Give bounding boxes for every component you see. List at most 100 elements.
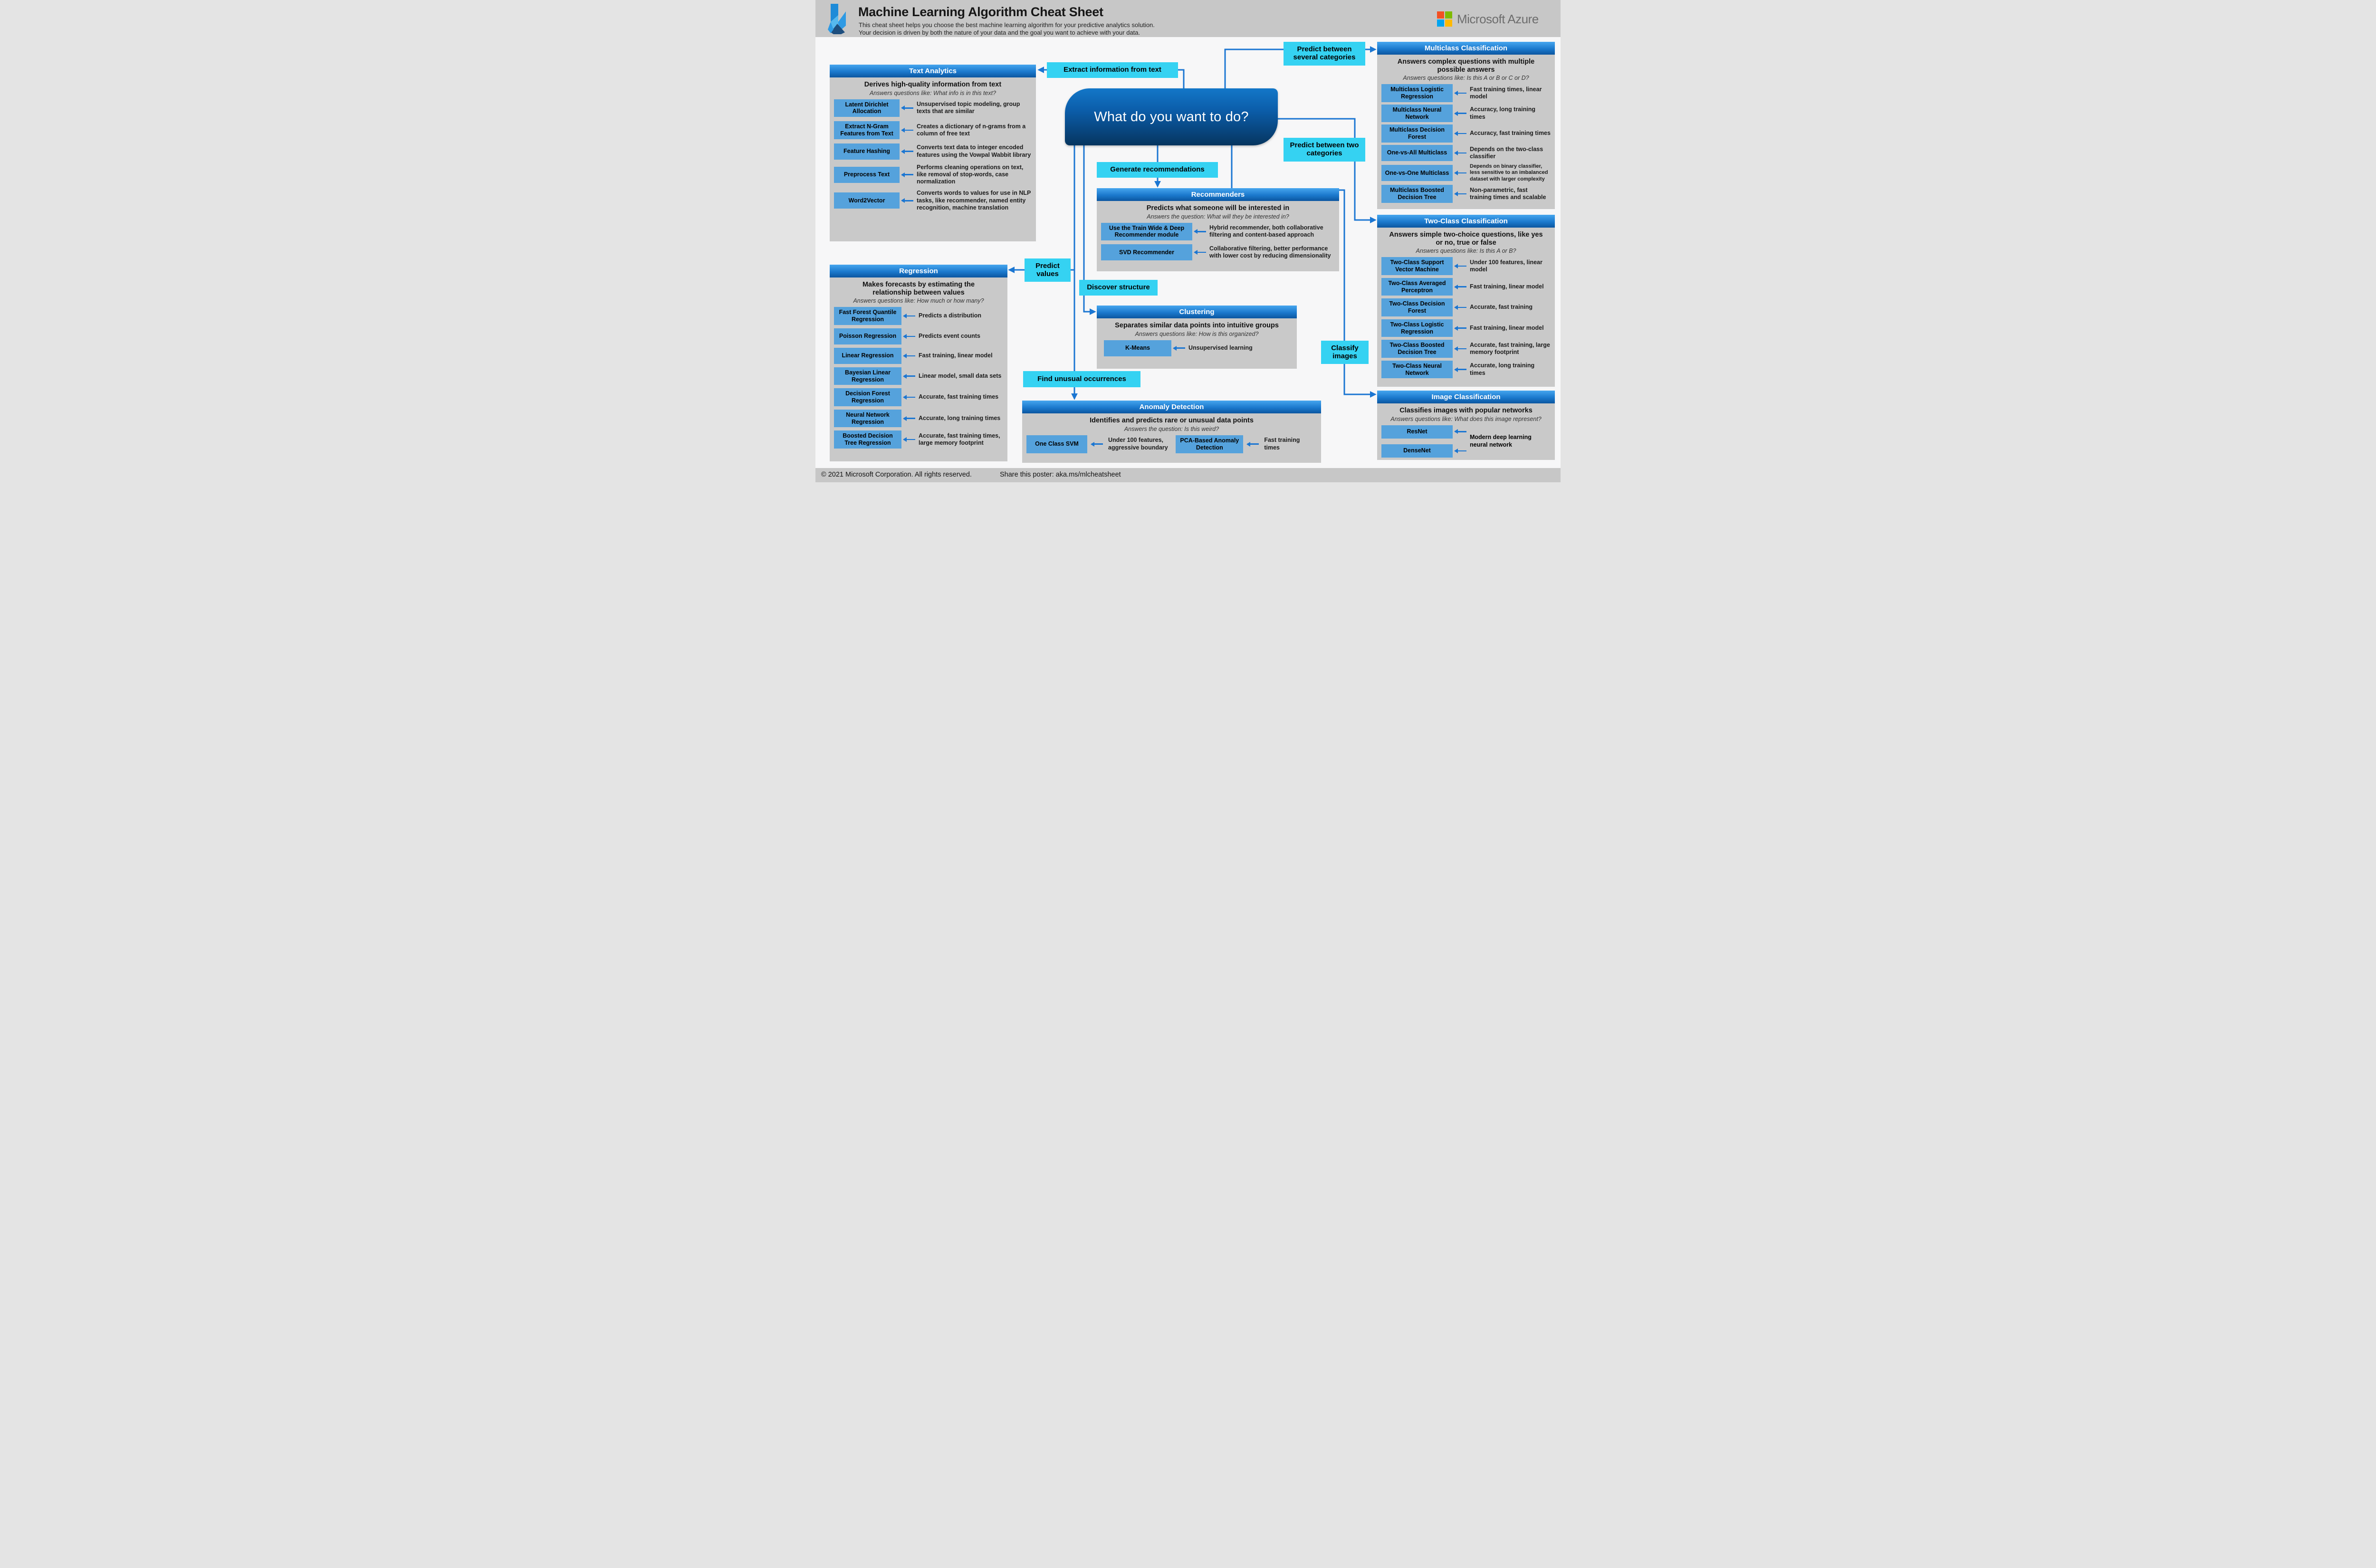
algorithm-chip: Bayesian Linear Regression (834, 367, 901, 385)
decision-label-several-categories: Predict between several categories (1284, 42, 1365, 66)
algorithm-row: Linear Regression Fast training, linear … (834, 347, 1003, 364)
decision-label-classify-images: Classify images (1321, 341, 1369, 364)
left-arrow-icon (1455, 92, 1466, 94)
algorithm-chip: Fast Forest Quantile Regression (834, 307, 901, 325)
algorithm-chip: K-Means (1104, 340, 1171, 356)
left-arrow-icon (1455, 152, 1466, 154)
algorithm-chip: Multiclass Decision Forest (1381, 124, 1453, 143)
algorithm-note: Accurate, fast training (1470, 304, 1533, 311)
algorithm-chip: Two-Class Support Vector Machine (1381, 257, 1453, 275)
algorithm-row: Fast Forest Quantile Regression Predicts… (834, 307, 1003, 325)
algorithm-note: Converts words to values for use in NLP … (917, 190, 1031, 211)
page-subtitle: This cheat sheet helps you choose the be… (859, 21, 1155, 37)
algorithm-row: Multiclass Decision Forest Accuracy, fas… (1381, 124, 1551, 143)
algorithm-row: Word2Vector Converts words to values for… (834, 190, 1032, 211)
algorithm-note: Accurate, long training times (919, 414, 1001, 421)
left-arrow-icon (902, 107, 913, 109)
panel-anomaly-detection: Anomaly Detection Identifies and predict… (1022, 401, 1321, 463)
panel-two-class-classification: Two-Class Classification Answers simple … (1377, 215, 1555, 387)
algorithm-chip: DenseNet (1381, 444, 1453, 458)
algorithm-row: Two-Class Neural Network Accurate, long … (1381, 360, 1551, 379)
panel-question: Answers the question: Is this weird? (1124, 425, 1219, 432)
left-arrow-icon (904, 439, 915, 440)
panel-description: Separates similar data points into intui… (1115, 322, 1279, 329)
algorithm-chip: Two-Class Averaged Perceptron (1381, 277, 1453, 296)
ms-square-green (1445, 11, 1452, 19)
left-arrow-icon (904, 335, 915, 337)
algorithm-note: Fast training, linear model (1470, 283, 1544, 290)
algorithm-row: Extract N-Gram Features from Text Create… (834, 121, 1032, 139)
algorithm-chip: Two-Class Logistic Regression (1381, 319, 1453, 337)
algorithm-row: Multiclass Boosted Decision Tree Non-par… (1381, 185, 1551, 203)
panel-title: Multiclass Classification (1377, 42, 1555, 55)
panel-title: Clustering (1097, 306, 1297, 318)
algorithm-note: Predicts event counts (919, 333, 980, 340)
algorithm-note: Unsupervised learning (1188, 344, 1253, 352)
algorithm-chip: Word2Vector (834, 192, 900, 209)
left-arrow-icon (1455, 172, 1466, 174)
decision-label-generate-recommendations: Generate recommendations (1097, 162, 1218, 178)
algorithm-chip: One Class SVM (1026, 435, 1087, 453)
algorithm-chip: Linear Regression (834, 347, 901, 364)
left-arrow-icon (904, 396, 915, 398)
algorithm-note: Depends on binary classifier, less sensi… (1470, 163, 1548, 182)
ms-square-blue (1437, 19, 1444, 27)
left-arrow-icon (902, 151, 913, 152)
algorithm-note: Unsupervised topic modeling, group texts… (917, 101, 1020, 115)
left-arrow-icon (902, 129, 913, 131)
left-arrow-icon (1455, 369, 1466, 370)
microsoft-azure-logo: Microsoft Azure (1437, 11, 1539, 27)
decision-label-two-categories: Predict between two categories (1284, 138, 1365, 162)
azure-ml-logo-icon (824, 3, 853, 38)
panel-title: Recommenders (1097, 188, 1339, 201)
panel-text-analytics: Text Analytics Derives high-quality info… (830, 65, 1036, 241)
algorithm-note: Predicts a distribution (919, 312, 981, 319)
algorithm-note: Fast training, linear model (1470, 324, 1544, 331)
algorithm-chip: Two-Class Decision Forest (1381, 298, 1453, 316)
brand-name: Microsoft Azure (1457, 11, 1539, 26)
decision-label-find-unusual: Find unusual occurrences (1023, 371, 1140, 387)
panel-title: Text Analytics (830, 65, 1036, 77)
algorithm-row: Two-Class Boosted Decision Tree Accurate… (1381, 340, 1551, 358)
panel-description: Answers simple two-choice questions, lik… (1389, 231, 1543, 247)
left-arrow-icon (1247, 443, 1259, 445)
panel-description: Classifies images with popular networks (1399, 407, 1533, 414)
left-arrow-icon (1455, 450, 1466, 452)
algorithm-chip: ResNet (1381, 425, 1453, 439)
algorithm-chip: Two-Class Boosted Decision Tree (1381, 340, 1453, 358)
algorithm-note: Creates a dictionary of n-grams from a c… (917, 123, 1026, 137)
algorithm-note: Accurate, fast training times, large mem… (919, 432, 1000, 447)
ms-square-red (1437, 11, 1444, 19)
decision-label-extract-info: Extract information from text (1047, 62, 1178, 78)
panel-image-classification: Image Classification Classifies images w… (1377, 391, 1555, 460)
panel-description: Predicts what someone will be interested… (1146, 204, 1290, 212)
panel-description: Makes forecasts by estimating the relati… (862, 281, 975, 296)
algorithm-note: Accurate, long training times (1470, 362, 1535, 376)
panel-description: Identifies and predicts rare or unusual … (1090, 417, 1254, 424)
algorithm-row: Boosted Decision Tree Regression Accurat… (834, 430, 1003, 449)
panel-question: Answers questions like: How much or how … (853, 297, 984, 305)
algorithm-chip: PCA-Based Anomaly Detection (1176, 435, 1244, 453)
algorithm-chip: Feature Hashing (834, 143, 900, 160)
subtitle-line-2: Your decision is driven by both the natu… (859, 29, 1140, 36)
left-arrow-icon (902, 174, 913, 175)
subtitle-line-1: This cheat sheet helps you choose the be… (859, 21, 1155, 29)
left-arrow-icon (1174, 347, 1185, 349)
algorithm-chip: Preprocess Text (834, 166, 900, 183)
algorithm-note: Hybrid recommender, both collaborative f… (1209, 224, 1323, 239)
algorithm-chip: One-vs-One Multiclass (1381, 164, 1453, 181)
algorithm-row: Bayesian Linear Regression Linear model,… (834, 367, 1003, 385)
algorithm-row: Latent Dirichlet Allocation Unsupervised… (834, 99, 1032, 117)
header-band (815, 0, 1561, 37)
left-arrow-icon (1455, 306, 1466, 308)
algorithm-chip: Neural Network Regression (834, 409, 901, 428)
left-arrow-icon (1455, 193, 1466, 195)
central-question-node: What do you want to do? (1065, 88, 1278, 145)
algorithm-row: Two-Class Support Vector Machine Under 1… (1381, 257, 1551, 275)
algorithm-note: Modern deep learning neural network (1470, 434, 1532, 448)
algorithm-row: Preprocess Text Performs cleaning operat… (834, 164, 1032, 186)
algorithm-row: One-vs-One Multiclass Depends on binary … (1381, 163, 1551, 182)
panel-title: Regression (830, 265, 1007, 277)
left-arrow-icon (1455, 327, 1466, 329)
microsoft-logo-icon (1437, 11, 1452, 27)
